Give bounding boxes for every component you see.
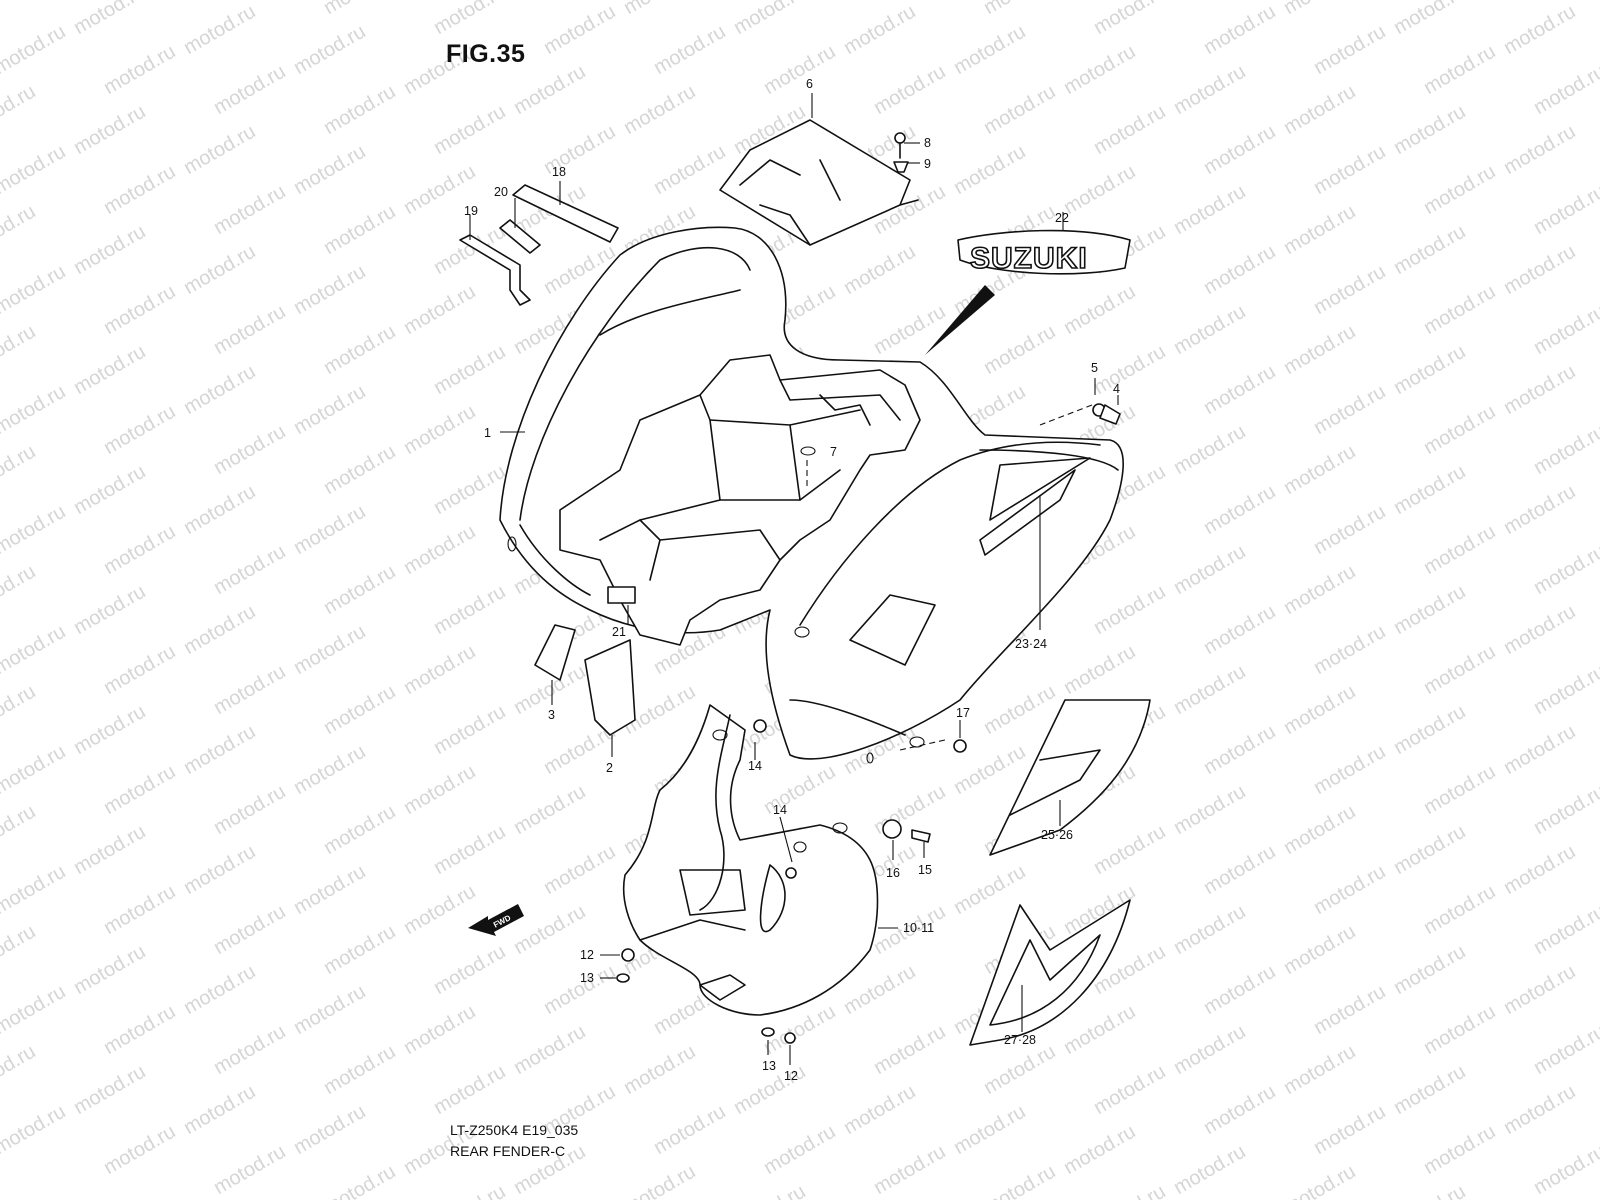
callout-9: 9 bbox=[924, 157, 931, 171]
callout-15: 15 bbox=[918, 863, 932, 877]
fastener-parts bbox=[616, 132, 1121, 1044]
decal-brand-text: SUZUKI bbox=[970, 242, 1088, 275]
callout-22: 22 bbox=[1055, 211, 1069, 225]
callout-13a: 13 bbox=[580, 971, 594, 985]
callout-14b: 14 bbox=[773, 803, 787, 817]
callout-20: 20 bbox=[494, 185, 508, 199]
rear-fender-part bbox=[499, 226, 1124, 764]
tool-tray-part bbox=[719, 119, 919, 246]
bracket-parts bbox=[459, 184, 619, 306]
model-code-label: LT-Z250K4 E19_035 bbox=[450, 1122, 579, 1138]
section-name-label: REAR FENDER-C bbox=[450, 1143, 566, 1159]
callout-27-28: 27·28 bbox=[1004, 1033, 1036, 1047]
fwd-arrow-icon: FWD bbox=[468, 904, 524, 936]
callout-13b: 13 bbox=[762, 1059, 776, 1073]
callout-8: 8 bbox=[924, 136, 931, 150]
callout-18: 18 bbox=[552, 165, 566, 179]
callout-16: 16 bbox=[886, 866, 900, 880]
mud-guard-part bbox=[622, 704, 879, 1016]
callout-2: 2 bbox=[606, 761, 613, 775]
callout-1: 1 bbox=[484, 426, 491, 440]
callout-12b: 12 bbox=[784, 1069, 798, 1083]
side-decal-parts bbox=[969, 699, 1151, 1046]
callout-12a: 12 bbox=[580, 948, 594, 962]
callout-14a: 14 bbox=[748, 759, 762, 773]
callout-21: 21 bbox=[612, 625, 626, 639]
leader-lines bbox=[469, 93, 1119, 1065]
callout-23-24: 23·24 bbox=[1015, 637, 1047, 651]
pad-parts bbox=[534, 624, 636, 736]
callout-3: 3 bbox=[548, 708, 555, 722]
callout-10-11: 10·11 bbox=[903, 921, 934, 935]
callout-25-26: 25·26 bbox=[1041, 828, 1073, 842]
callout-17: 17 bbox=[956, 706, 970, 720]
suzuki-decal-part: SUZUKI bbox=[925, 229, 1131, 355]
callout-19: 19 bbox=[464, 204, 478, 218]
callout-4: 4 bbox=[1113, 382, 1120, 396]
callout-labels: 6 8 9 18 20 19 22 5 4 1 7 23·24 21 3 2 1… bbox=[464, 77, 1120, 1083]
callout-7: 7 bbox=[830, 445, 837, 459]
callout-6: 6 bbox=[806, 77, 813, 91]
callout-5: 5 bbox=[1091, 361, 1098, 375]
figure-title: FIG.35 bbox=[446, 40, 526, 68]
